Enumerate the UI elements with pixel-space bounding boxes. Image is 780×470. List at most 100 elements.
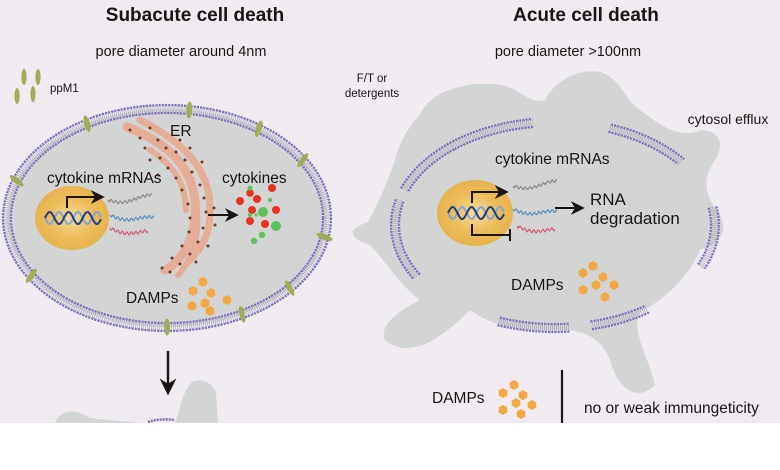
ribosome-dot bbox=[156, 173, 160, 177]
er-cisterna bbox=[147, 147, 189, 213]
pore-protein-icon bbox=[83, 115, 91, 132]
left-membrane-tails bbox=[2, 104, 332, 332]
rna-degradation-line2: degradation bbox=[590, 209, 680, 228]
cytokine-dot-red bbox=[236, 197, 244, 205]
damp-hexagon bbox=[498, 405, 508, 415]
ribosome-dot bbox=[190, 170, 194, 174]
membrane-inner-heads bbox=[696, 207, 713, 266]
inhibition-bar-icon bbox=[471, 224, 511, 241]
outcome-label: no or weak immungeticity bbox=[584, 400, 759, 417]
acute-cell-cytosol bbox=[352, 71, 724, 393]
membrane-tails bbox=[496, 317, 570, 332]
membrane-inner-heads bbox=[397, 200, 421, 276]
trigger-label-line2: detergents bbox=[345, 88, 400, 100]
left-nucleus bbox=[35, 186, 109, 250]
transcription-arrow-icon bbox=[66, 190, 105, 208]
ribosome-dot bbox=[201, 226, 205, 230]
membrane-pores bbox=[9, 101, 333, 336]
ppm1-protein-icon bbox=[14, 88, 20, 104]
ribosome-dot bbox=[204, 210, 208, 214]
ribosome-dot bbox=[180, 188, 184, 192]
mrna-strand-blue bbox=[512, 208, 558, 217]
cytokine-dot-red bbox=[253, 195, 261, 203]
pore-protein-icon bbox=[25, 268, 37, 283]
right-mrna-label: cytokine mRNAs bbox=[495, 151, 610, 168]
dna-strand bbox=[447, 205, 505, 221]
ribosome-dot bbox=[143, 146, 147, 150]
cytokine-dot-red bbox=[248, 206, 256, 214]
ribosome-dot bbox=[187, 230, 191, 234]
damp-hexagon bbox=[205, 306, 215, 316]
damp-hexagon bbox=[188, 286, 198, 296]
ribosome-dot bbox=[213, 223, 217, 227]
bottom-cytosol-blob bbox=[175, 380, 218, 423]
cytokine-dot-green bbox=[250, 237, 258, 245]
cytokines-label: cytokines bbox=[222, 170, 287, 187]
cytosol-efflux-label: cytosol efflux bbox=[688, 111, 769, 127]
bottom-damps-label: DAMPs bbox=[432, 390, 485, 407]
cytokine-dot-green bbox=[258, 231, 266, 239]
membrane-fragment bbox=[608, 123, 685, 165]
ribosome-dot bbox=[174, 176, 178, 180]
ribosome-dot bbox=[188, 252, 192, 256]
damp-hexagon bbox=[578, 285, 588, 295]
cytokine-dot-red bbox=[272, 206, 280, 214]
damp-hexagon bbox=[509, 380, 519, 390]
damp-hexagon bbox=[498, 388, 508, 398]
left-cytoplasm bbox=[7, 109, 327, 327]
membrane-outer-heads bbox=[389, 198, 414, 280]
pore-protein-icon bbox=[238, 305, 246, 323]
damp-hexagon bbox=[222, 295, 232, 305]
damp-hexagon bbox=[200, 298, 210, 308]
pore-protein-icon bbox=[316, 232, 333, 241]
left-damps-label: DAMPs bbox=[126, 290, 179, 307]
ppm1-label: ppM1 bbox=[50, 83, 79, 95]
ribosome-dot bbox=[156, 138, 160, 142]
cytokine-dot-green bbox=[258, 207, 268, 217]
damps-hexagons-icon bbox=[498, 380, 537, 419]
membrane-outer-heads bbox=[399, 142, 451, 189]
ribosome-dot bbox=[206, 244, 210, 248]
membrane-outer-heads bbox=[610, 123, 685, 160]
right-title: Acute cell death bbox=[513, 5, 659, 26]
damps-hexagons-icon bbox=[187, 277, 232, 316]
pore-protein-icon bbox=[255, 120, 263, 137]
membrane-outer-heads bbox=[591, 311, 650, 331]
ribosome-dot bbox=[188, 146, 192, 150]
er-cisterna bbox=[136, 116, 214, 266]
ribosome-dot bbox=[200, 160, 204, 164]
mrna-strand-gray bbox=[107, 192, 153, 205]
ribosome-dot bbox=[212, 206, 216, 210]
membrane-outer-heads bbox=[449, 117, 533, 144]
ribosome-dot bbox=[183, 158, 187, 162]
damp-hexagon bbox=[600, 292, 610, 302]
ribosome-dot bbox=[180, 244, 184, 248]
ribosome-dot bbox=[186, 202, 190, 206]
membrane-outer-heads bbox=[495, 323, 570, 334]
subacute-cell bbox=[1, 103, 333, 333]
damp-hexagon bbox=[591, 280, 601, 290]
cytokine-dot-red bbox=[261, 220, 269, 228]
membrane-tails bbox=[590, 305, 649, 330]
pore-protein-icon bbox=[297, 153, 309, 168]
cytokine-dot-green bbox=[247, 185, 253, 191]
ribosome-dot bbox=[164, 146, 168, 150]
ribosome-dot bbox=[160, 266, 164, 270]
ppm1-protein-icon bbox=[21, 69, 27, 85]
transcription-arrow-icon bbox=[471, 185, 509, 203]
mrna-strand-pink bbox=[109, 227, 149, 236]
ribosome-dot bbox=[198, 183, 202, 187]
membrane-inner-heads bbox=[407, 148, 456, 192]
right-nucleus bbox=[437, 180, 513, 246]
rna-degradation-line1: RNA bbox=[590, 190, 627, 209]
cytokine-dot-green bbox=[247, 212, 253, 218]
left-title: Subacute cell death bbox=[106, 5, 284, 26]
dna-helix-icon bbox=[44, 210, 102, 226]
membrane-inner-heads bbox=[608, 130, 679, 165]
ribosome-dot bbox=[178, 262, 182, 266]
ribosome-dot bbox=[128, 128, 132, 132]
ribosomes bbox=[128, 126, 217, 274]
cytokine-dot-green bbox=[254, 213, 258, 217]
damp-hexagon bbox=[578, 268, 588, 278]
ribosome-dot bbox=[194, 260, 198, 264]
